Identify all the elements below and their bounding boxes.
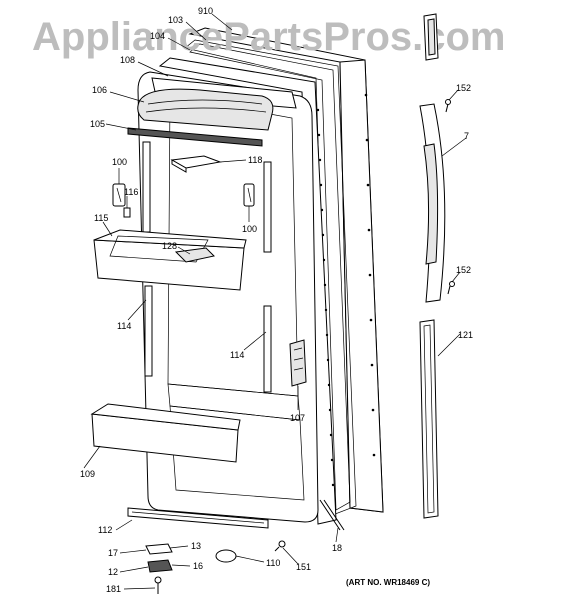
clip-116 [123, 207, 131, 218]
door-dike-frame [158, 57, 337, 525]
handle-end-cap [423, 13, 439, 61]
channel-107 [289, 339, 307, 387]
callout-103: 103 [168, 15, 183, 25]
callout-100-right: 100 [242, 224, 257, 234]
callout-13: 13 [191, 541, 201, 551]
door-cam [215, 549, 237, 563]
callout-152-bottom: 152 [456, 265, 471, 275]
door-handle [419, 103, 446, 303]
callout-107: 107 [290, 413, 305, 423]
callout-18: 18 [332, 543, 342, 553]
handle-trim [419, 319, 439, 519]
hinge-screw [154, 576, 162, 594]
callout-181: 181 [106, 584, 121, 594]
art-number: (ART NO. WR18469 C) [346, 578, 430, 587]
callout-910: 910 [198, 6, 213, 16]
callout-108: 108 [120, 55, 135, 65]
leader-lines [83, 13, 467, 590]
callout-12: 12 [108, 567, 118, 577]
callout-118: 118 [248, 155, 262, 165]
callout-152-top: 152 [456, 83, 471, 93]
dairy-compartment [127, 77, 297, 147]
callout-104: 104 [150, 31, 165, 41]
callout-labels: 910 103 104 108 106 105 100 116 115 118 … [80, 6, 473, 594]
bottom-trim [127, 507, 269, 529]
callout-105: 105 [90, 119, 105, 129]
shelf-clip-right [243, 183, 255, 207]
callout-100-left: 100 [112, 157, 127, 167]
panel-holes [364, 93, 376, 457]
callout-151: 151 [296, 562, 311, 572]
callout-114-left: 114 [117, 321, 131, 331]
callout-121: 121 [458, 330, 473, 340]
hinge-cover [145, 543, 173, 555]
shelf-butter-dish [170, 155, 222, 173]
callout-116: 116 [124, 187, 138, 197]
callout-112: 112 [98, 525, 112, 535]
callout-109: 109 [80, 469, 95, 479]
hinge-bracket [147, 559, 173, 573]
callout-106: 106 [92, 85, 107, 95]
gasket-strip-18 [319, 499, 345, 531]
handle-screw-bottom [447, 281, 455, 295]
callout-17: 17 [108, 548, 118, 558]
screw-151 [274, 540, 286, 552]
callout-114-right: 114 [230, 350, 244, 360]
callout-110: 110 [266, 558, 280, 568]
frame-rivets [316, 108, 335, 487]
handle-screw-top [445, 99, 451, 113]
callout-115: 115 [94, 213, 108, 223]
door-bin-upper [93, 229, 247, 291]
right-shelf-rail [263, 161, 272, 393]
callout-128: 128 [162, 241, 177, 251]
callout-16: 16 [193, 561, 203, 571]
callout-7: 7 [464, 131, 469, 141]
door-bin-lower [90, 403, 241, 463]
